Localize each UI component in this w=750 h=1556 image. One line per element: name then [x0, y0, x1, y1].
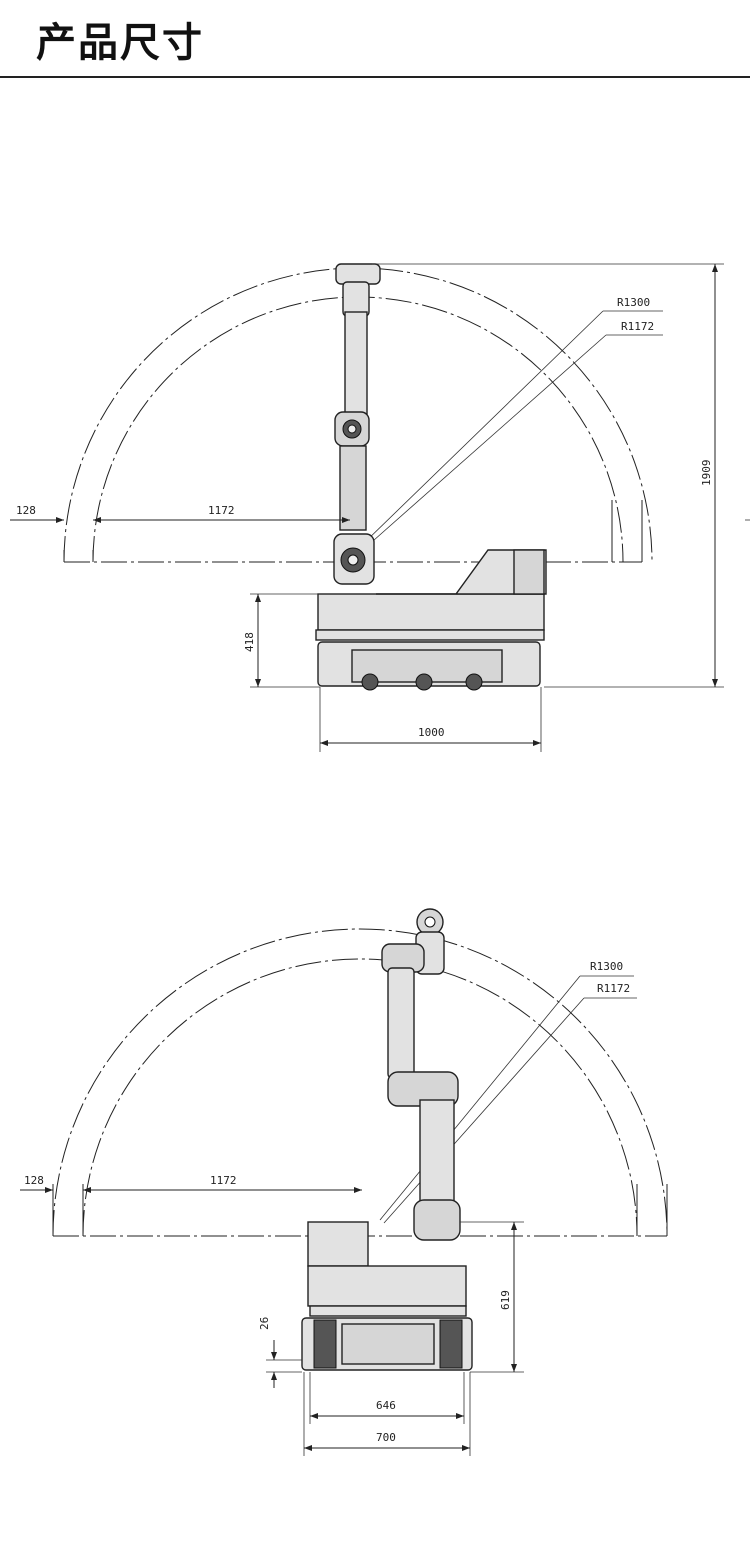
- dim-128-label: 128: [24, 1174, 44, 1187]
- inner-reach-arc: [82, 958, 638, 1237]
- outer-reach-arc: [52, 928, 668, 1237]
- page-header: 产品尺寸: [0, 0, 750, 78]
- dim-418-label: 418: [243, 632, 256, 652]
- dim-1172-label: 1172: [208, 504, 235, 517]
- r1300-leader: [379, 975, 581, 1221]
- r1172-leader: [364, 334, 607, 549]
- r1300-label: R1300: [617, 296, 650, 309]
- dim-1000-label: 1000: [418, 726, 445, 739]
- front-view-drawing: R1300 R1172 128 1172 619 26: [20, 908, 668, 1456]
- r1300-leader: [361, 310, 604, 546]
- r1172-label: R1172: [621, 320, 654, 333]
- robot-arm: [381, 908, 461, 1241]
- r1300-label: R1300: [590, 960, 623, 973]
- dim-646-label: 646: [376, 1399, 396, 1412]
- dim-1909-label: 1909: [700, 460, 713, 487]
- dim-1172-label: 1172: [210, 1174, 237, 1187]
- dim-128-label: 128: [16, 504, 36, 517]
- mobile-base-front: [301, 1221, 473, 1371]
- header-divider: [0, 76, 750, 78]
- mobile-base-side: [315, 549, 547, 691]
- dim-700-label: 700: [376, 1431, 396, 1444]
- dim-619-label: 619: [499, 1290, 512, 1310]
- robot-arm: [333, 263, 381, 585]
- page-title: 产品尺寸: [36, 20, 204, 66]
- r1172-label: R1172: [597, 982, 630, 995]
- dim-26-label: 26: [258, 1317, 271, 1330]
- r1172-leader: [383, 997, 585, 1224]
- side-view-drawing: R1300 R1172 128 1172 1909: [10, 263, 750, 752]
